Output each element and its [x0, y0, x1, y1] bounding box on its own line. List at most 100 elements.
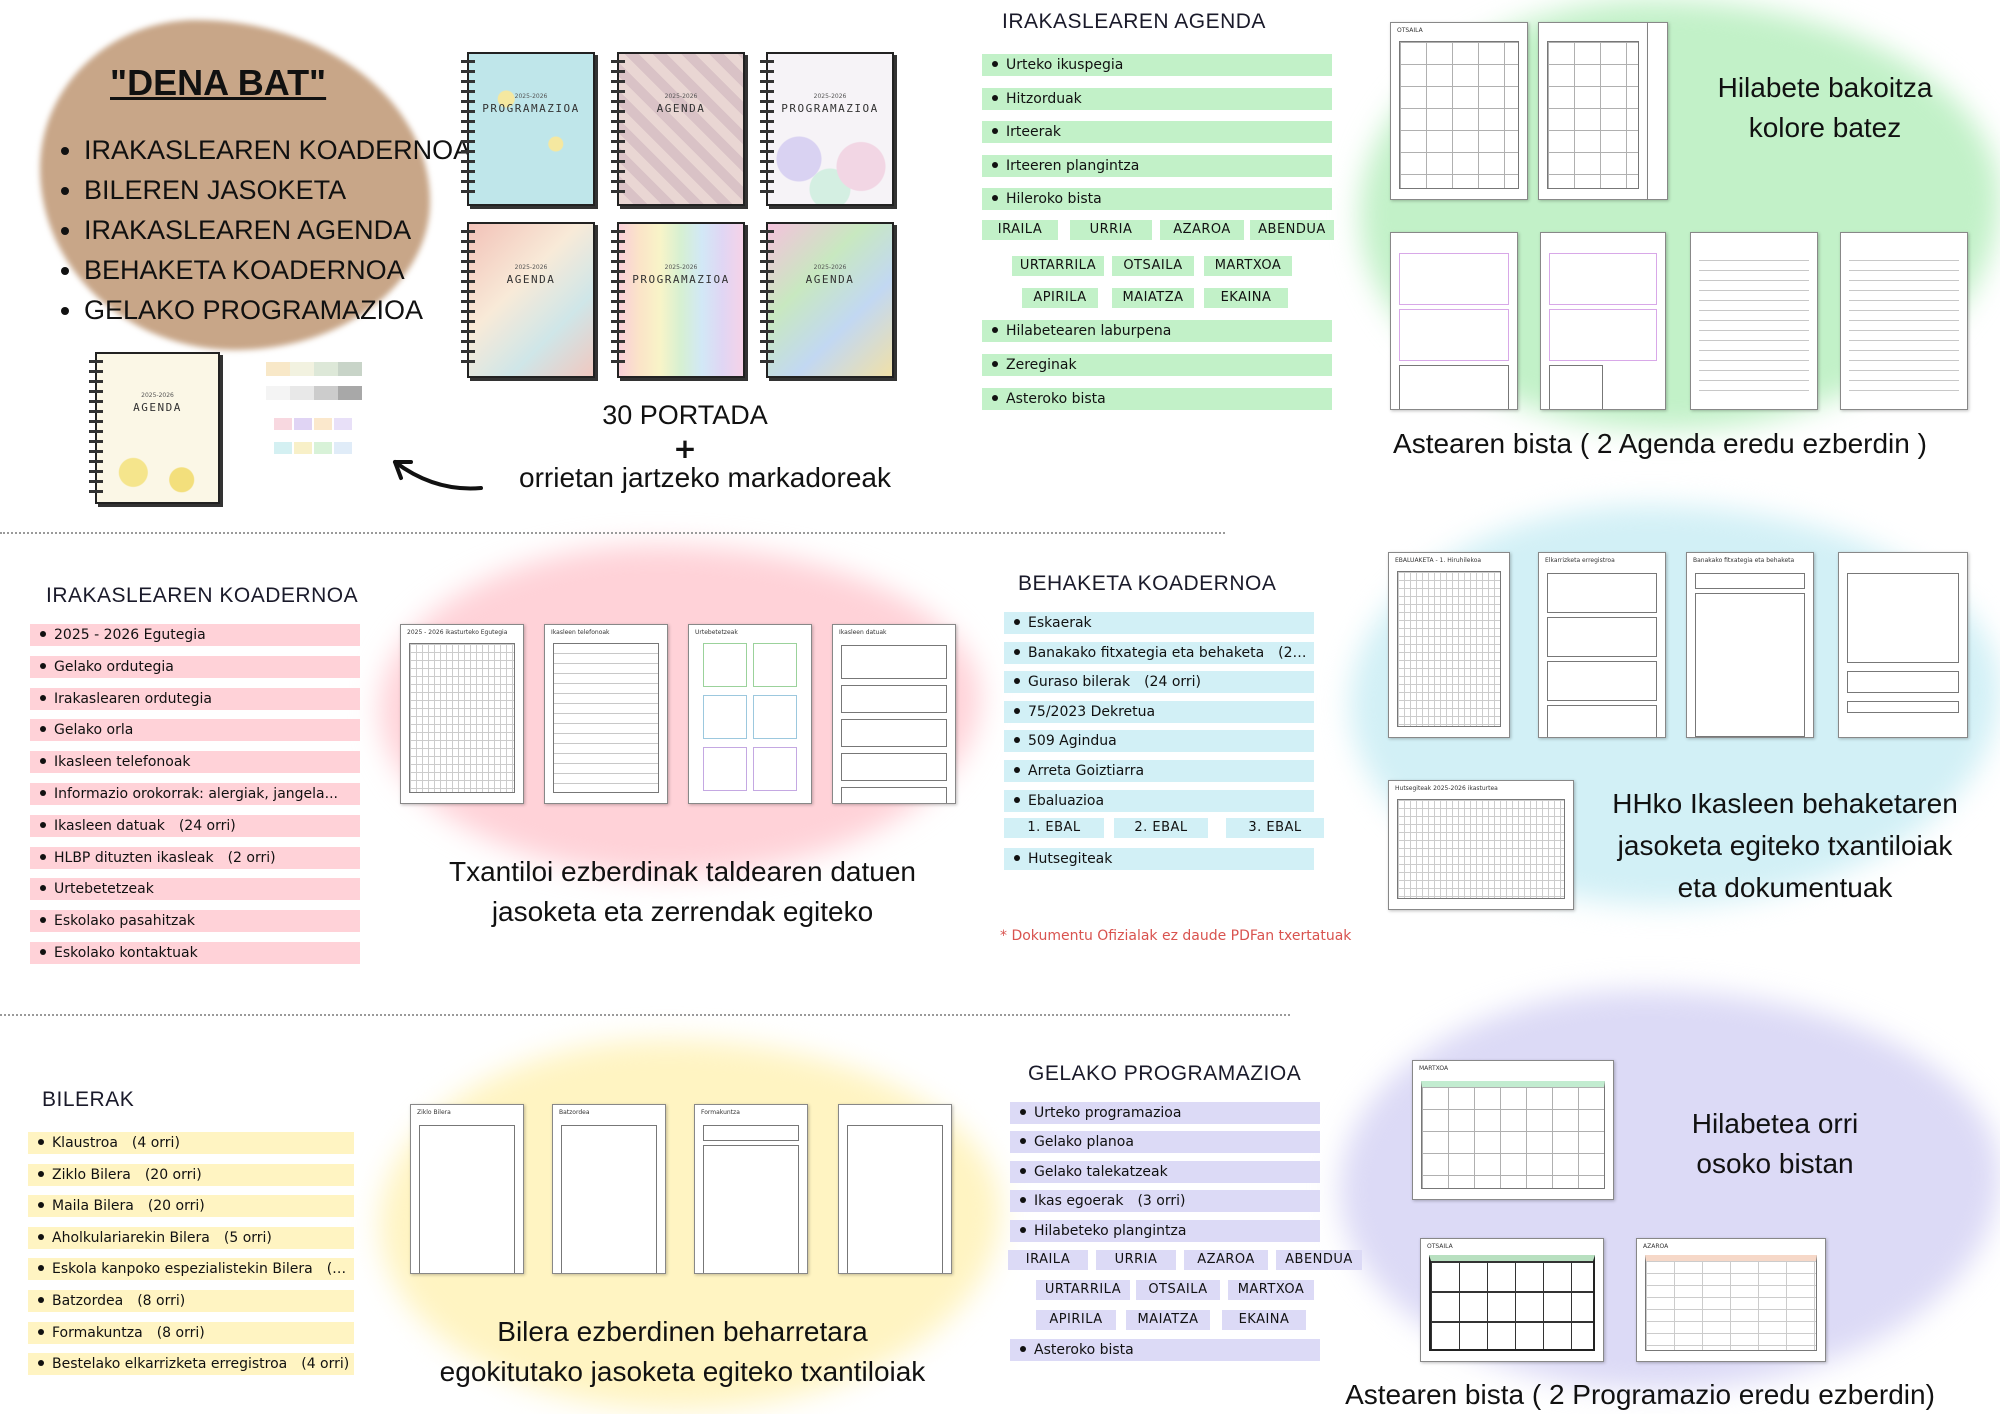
koadernoa-list-item: Gelako orla: [30, 719, 360, 742]
prog-right-caption-1: Hilabetea orri: [1691, 1108, 1859, 1139]
agenda-list-item: Urteko ikuspegia: [982, 54, 1332, 76]
agenda-month-chip: OTSAILA: [1112, 256, 1194, 276]
agenda-right-caption-2: kolore batez: [1748, 112, 1902, 143]
behaketa-caption-1: HHko Ikasleen behaketaren: [1612, 788, 1958, 819]
koadernoa-list-item: Irakaslearen ordutegia: [30, 687, 360, 710]
prog-month-chip: MAIATZA: [1126, 1310, 1210, 1330]
bilerak-list-item: Ziklo Bilera(20 orri): [28, 1163, 354, 1186]
behaketa-caption-3: eta dokumentuak: [1677, 872, 1893, 903]
bilerak-caption-1: Bilera ezberdinen beharretara: [497, 1316, 868, 1347]
dena-bat-item: GELAKO PROGRAMAZIOA: [84, 290, 471, 330]
koadernoa-section-title: IRAKASLEAREN KOADERNOA: [46, 584, 359, 607]
prog-list-item: Urteko programazioa: [1010, 1102, 1320, 1124]
agenda-month-chip: IRAILA: [982, 220, 1058, 240]
behaketa-thumb: EBALUAKETA - 1. Hiruhilekoa: [1388, 552, 1510, 738]
bilerak-section-title: BILERAK: [42, 1088, 135, 1111]
dena-bat-list: IRAKASLEAREN KOADERNOA BILEREN JASOKETA …: [60, 130, 471, 330]
koadernoa-list-item: Eskolako kontaktuak: [30, 942, 360, 964]
markers-swatches: [266, 362, 362, 462]
hutsegiteak-thumb: Hutsegiteak 2025-2026 ikasturtea: [1388, 780, 1574, 910]
agenda-month-chip: ABENDUA: [1250, 220, 1334, 240]
agenda-list-item: Irteerak: [982, 121, 1332, 143]
tan-paper-blob: [40, 20, 430, 350]
agenda-month-chip: EKAINA: [1204, 288, 1288, 308]
prog-right-caption-2: osoko bistan: [1696, 1148, 1854, 1179]
covers-caption-line2: orrietan jartzeko markadoreak: [519, 462, 891, 493]
agenda-month-chip: URTARRILA: [1012, 256, 1104, 276]
agenda-week-page-thumb: [1540, 232, 1666, 410]
koadernoa-list-item: HLBP dituzten ikasleak(2 orri): [30, 846, 360, 869]
koadernoa-list-item: Urtebetetzeak: [30, 878, 360, 901]
behaketa-list-item: 75/2023 Dekretua: [1004, 700, 1314, 723]
agenda-month-chip: APIRILA: [1022, 288, 1098, 308]
dena-bat-item: BEHAKETA KOADERNOA: [84, 250, 471, 290]
behaketa-list-item: Ebaluazioa: [1004, 789, 1314, 812]
dena-bat-item: IRAKASLEAREN KOADERNOA: [84, 130, 471, 170]
agenda-bottom-caption: Astearen bista ( 2 Agenda eredu ezberdin…: [1393, 428, 1927, 459]
koadernoa-list-item: 2025 - 2026 Egutegia: [30, 624, 360, 646]
behaketa-list-item: Guraso bilerak(24 orri): [1004, 671, 1314, 694]
behaketa-section-title: BEHAKETA KOADERNOA: [1018, 572, 1277, 595]
agenda-month-page-thumb: [1538, 22, 1648, 200]
behaketa-list-item: Arreta Goiztiarra: [1004, 760, 1314, 782]
koadernoa-list-item: Ikasleen telefonoak: [30, 751, 360, 774]
bilerak-list-item: Maila Bilera(20 orri): [28, 1195, 354, 1218]
bilerak-list-item: Formakuntza(8 orri): [28, 1321, 354, 1344]
behaketa-list-item: Banakako fitxategia eta behaketa(24 orri…: [1004, 641, 1314, 664]
agenda-month-chip: AZAROA: [1160, 220, 1244, 240]
prog-list-item: Gelako talekatzeak: [1010, 1160, 1320, 1183]
bilerak-list-item: Eskola kanpoko espezialistekin Bilera(2 …: [28, 1258, 354, 1281]
bilerak-thumb: Ziklo Bilera: [410, 1104, 524, 1274]
behaketa-note: * Dokumentu Ofizialak ez daude PDFan txe…: [1000, 928, 1352, 944]
agenda-list-item: Hilabetearen laburpena: [982, 320, 1332, 342]
bilerak-list-item: Batzordea(8 orri): [28, 1290, 354, 1312]
agenda-list-item: Hileroko bista: [982, 188, 1332, 210]
ebal-chip: 2. EBAL: [1114, 818, 1208, 838]
prog-month-thumb: MARTXOA: [1412, 1060, 1614, 1200]
koadernoa-list-item: Ikasleen datuak(24 orri): [30, 814, 360, 837]
prog-list-item: Hilabeteko plangintza: [1010, 1219, 1320, 1242]
bilerak-thumb: Formakuntza: [694, 1104, 808, 1274]
prog-month-chip: APIRILA: [1036, 1310, 1116, 1330]
bilerak-thumb: [838, 1104, 952, 1274]
koadernoa-thumb-datuak: Ikasleen datuak: [832, 624, 956, 804]
agenda-week-page-thumb: [1690, 232, 1818, 410]
behaketa-thumb: Banakako fitxategia eta behaketa: [1686, 552, 1814, 738]
agenda-month-chip: URRIA: [1070, 220, 1152, 240]
covers-caption-line1: 30 PORTADA: [602, 400, 768, 430]
arrow-left-icon: [393, 460, 483, 491]
dena-bat-title: "DENA BAT": [110, 62, 327, 103]
bilerak-list-item: Aholkulariarekin Bilera(5 orri): [28, 1226, 354, 1249]
behaketa-list-item: Eskaerak: [1004, 612, 1314, 634]
agenda-right-caption-1: Hilabete bakoitza: [1717, 72, 1933, 103]
koadernoa-list-item: Eskolako pasahitzak: [30, 910, 360, 933]
koadernoa-list-item: Informazio orokorrak: alergiak, jangela.…: [30, 783, 360, 805]
dena-bat-item: IRAKASLEAREN AGENDA: [84, 210, 471, 250]
agenda-week-page-thumb: [1840, 232, 1968, 410]
koadernoa-thumb-telefonoak: Ikasleen telefonoak: [544, 624, 668, 804]
bilerak-thumb: Batzordea: [552, 1104, 666, 1274]
bilerak-list-item: Klaustroa(4 orri): [28, 1132, 354, 1154]
prog-bottom-caption: Astearen bista ( 2 Programazio eredu ezb…: [1345, 1379, 1935, 1410]
agenda-list-item: Irteeren plangintza: [982, 155, 1332, 177]
behaketa-thumb: Elkarrizketa erregistroa: [1538, 552, 1666, 738]
behaketa-list-item: Hutsegiteak: [1004, 848, 1314, 870]
programazioa-section-title: GELAKO PROGRAMAZIOA: [1028, 1062, 1302, 1085]
prog-month-chip: OTSAILA: [1136, 1280, 1220, 1300]
prog-month-chip: URRIA: [1096, 1250, 1176, 1270]
prog-week-thumb: OTSAILA: [1420, 1238, 1604, 1362]
agenda-page-edge: [1648, 22, 1668, 200]
ebal-chip: 3. EBAL: [1226, 818, 1324, 838]
agenda-week-page-thumb: [1390, 232, 1518, 410]
koadernoa-caption-2: jasoketa eta zerrendak egiteko: [491, 896, 874, 927]
prog-list-item: Ikas egoerak(3 orri): [1010, 1190, 1320, 1213]
agenda-section-title: IRAKASLEAREN AGENDA: [1002, 10, 1266, 33]
agenda-list-item: Zereginak: [982, 354, 1332, 376]
